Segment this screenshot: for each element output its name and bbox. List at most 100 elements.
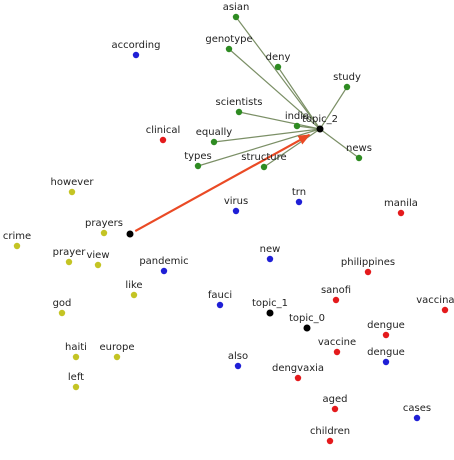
arrow-layer xyxy=(134,133,311,233)
node-label: dengvaxia xyxy=(272,363,324,374)
node-label: haiti xyxy=(65,342,87,353)
node-dengue_b: dengue xyxy=(367,347,405,366)
node-marker xyxy=(13,242,21,250)
node-marker xyxy=(355,154,363,162)
node-label: virus xyxy=(224,196,248,207)
node-sanofi: sanofi xyxy=(321,285,351,304)
node-label: new xyxy=(260,244,281,255)
node-label: left xyxy=(68,372,84,383)
node-marker xyxy=(293,122,301,130)
node-label: study xyxy=(333,72,361,83)
edge-topic_2-deny xyxy=(277,66,321,130)
node-haiti: haiti xyxy=(65,342,87,361)
node-marker xyxy=(266,255,274,263)
node-label: crime xyxy=(3,231,31,242)
edge-topic_2-scientists xyxy=(238,111,321,130)
node-deny: deny xyxy=(266,52,291,71)
node-label: children xyxy=(310,426,350,437)
node-label: prayers xyxy=(85,218,123,229)
node-marker xyxy=(326,437,334,445)
node-also: also xyxy=(228,351,248,370)
node-study: study xyxy=(333,72,361,91)
node-label: prayer xyxy=(53,247,87,258)
node-label: europe xyxy=(100,342,135,353)
node-marker xyxy=(382,331,390,339)
node-label: equally xyxy=(196,127,233,138)
node-label: scientists xyxy=(215,97,262,108)
node-label: dengue xyxy=(367,320,405,331)
node-aged: aged xyxy=(323,394,348,413)
node-asian: asian xyxy=(223,2,249,21)
node-marker xyxy=(94,261,102,269)
node-label: topic_0 xyxy=(289,313,325,324)
node-layer: asian genotype deny study scientists india equ… xyxy=(3,2,454,445)
node-label: view xyxy=(86,250,109,261)
node-genotype: genotype xyxy=(205,34,253,53)
node-marker xyxy=(130,291,138,299)
node-label: however xyxy=(51,177,95,188)
node-marker xyxy=(413,414,421,422)
node-label: types xyxy=(184,151,212,162)
edge-topic_2-study xyxy=(319,86,348,130)
node-prayer: prayer xyxy=(53,247,87,266)
node-trn: trn xyxy=(292,187,306,206)
node-equally: equally xyxy=(196,127,233,146)
node-children: children xyxy=(310,426,350,445)
node-label: news xyxy=(346,143,372,154)
node-marker xyxy=(294,374,302,382)
node-label: according xyxy=(112,40,161,51)
node-label: also xyxy=(228,351,248,362)
node-virus: virus xyxy=(224,196,248,215)
node-fauci: fauci xyxy=(208,290,232,309)
node-label: deny xyxy=(266,52,291,63)
node-marker xyxy=(160,267,168,275)
node-marker xyxy=(235,108,243,116)
node-marker xyxy=(343,83,351,91)
node-label: dengue xyxy=(367,347,405,358)
node-crime: crime xyxy=(3,231,31,250)
node-marker xyxy=(331,405,339,413)
node-marker xyxy=(441,306,449,314)
node-view: view xyxy=(86,250,110,269)
node-marker xyxy=(65,258,73,266)
edge-topic_2-news xyxy=(319,128,360,159)
node-god: god xyxy=(53,298,71,317)
edge-topic_2-asian xyxy=(235,16,321,130)
node-dengue_r: dengue xyxy=(367,320,405,339)
node-label: genotype xyxy=(205,34,252,45)
node-topic_1: topic_1 xyxy=(252,298,288,317)
node-vaccination: vaccination xyxy=(416,295,454,314)
node-label: aged xyxy=(323,394,348,405)
node-marker xyxy=(225,45,233,53)
node-label: vaccine xyxy=(318,337,356,348)
node-marker xyxy=(216,301,224,309)
node-label: manila xyxy=(384,198,418,209)
node-prayers: prayers xyxy=(85,218,123,237)
node-marker xyxy=(274,63,282,71)
node-label: clinical xyxy=(146,125,181,136)
node-topic_2: topic_2 xyxy=(302,114,338,133)
node-structure: structure xyxy=(241,152,287,171)
node-dengvaxia: dengvaxia xyxy=(272,363,324,382)
node-label: fauci xyxy=(208,290,232,301)
node-types: types xyxy=(184,151,212,170)
node-marker xyxy=(100,229,108,237)
node-marker xyxy=(232,207,240,215)
node-marker xyxy=(126,230,134,238)
node-like: like xyxy=(125,280,143,299)
node-topic_3 xyxy=(126,230,134,238)
node-marker xyxy=(260,163,268,171)
edge-topic_2-structure xyxy=(263,128,321,168)
node-according: according xyxy=(112,40,161,59)
node-marker xyxy=(364,268,372,276)
node-marker xyxy=(397,209,405,217)
node-clinical: clinical xyxy=(146,125,181,144)
node-label: india xyxy=(285,111,309,122)
node-however: however xyxy=(51,177,95,196)
node-marker xyxy=(72,383,80,391)
node-cases: cases xyxy=(403,403,431,422)
node-label: topic_2 xyxy=(302,114,338,125)
node-marker xyxy=(194,162,202,170)
